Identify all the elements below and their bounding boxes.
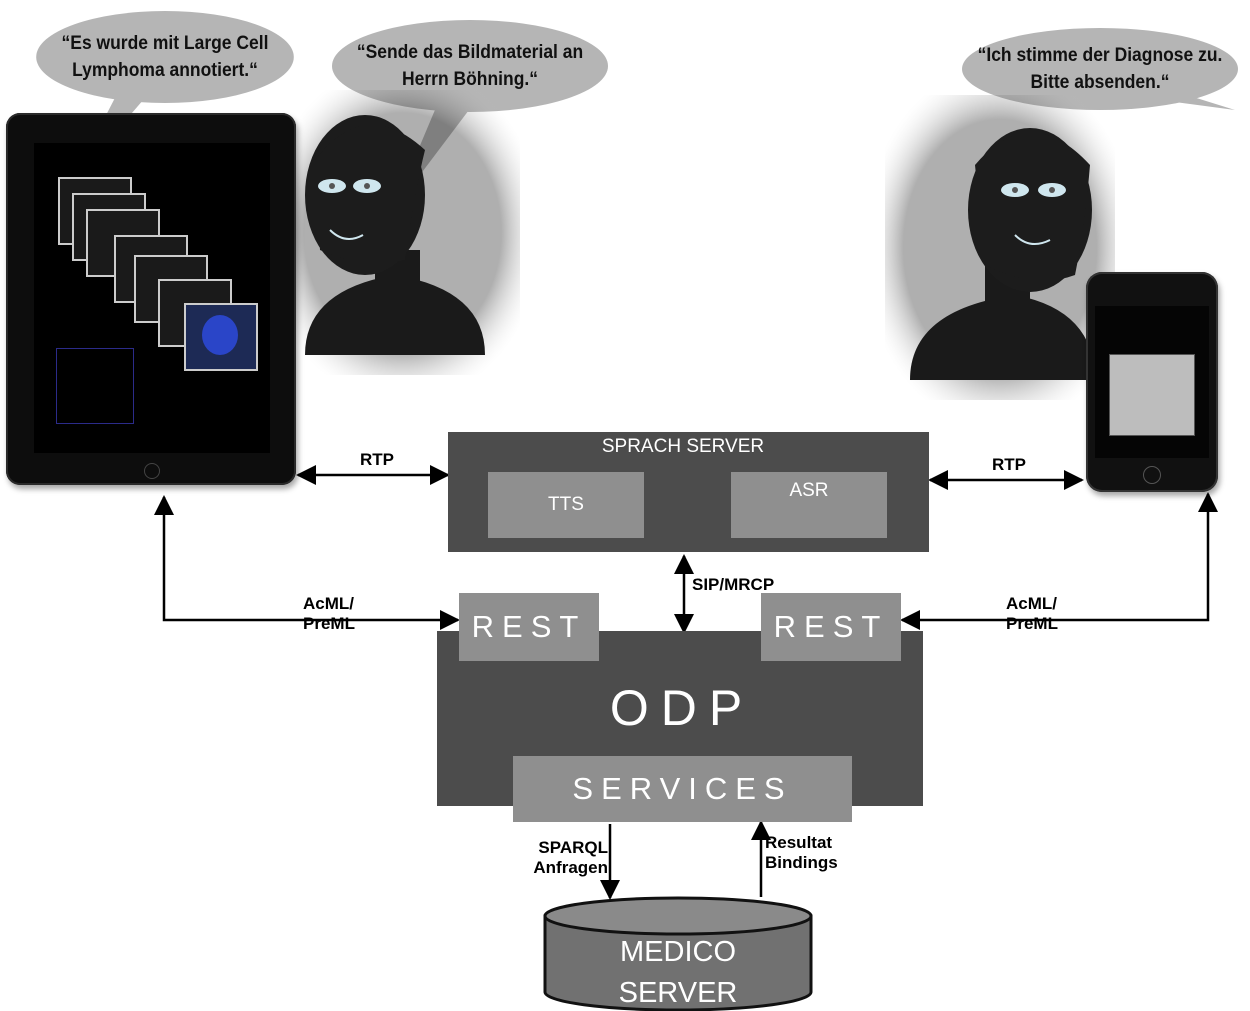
person-right-icon — [885, 95, 1115, 400]
result-line1: Resultat — [765, 833, 833, 852]
bubble-right-line2: Bitte absenden.“ — [1030, 72, 1170, 93]
bubble-right-line1: “Ich stimme der Diagnose zu. — [977, 45, 1223, 66]
sparql-label: SPARQL Anfragen — [528, 838, 608, 878]
acml-left-label: AcML/ PreML — [303, 594, 355, 634]
asr-box: ASR — [731, 472, 887, 538]
bubble-left-line1: “Es wurde mit Large Cell — [61, 33, 269, 54]
rest-left-box: REST — [459, 593, 599, 661]
acml-left-line1: AcML/ — [303, 594, 354, 613]
medico-line1: MEDICO — [620, 936, 736, 968]
acml-left-line2: PreML — [303, 614, 355, 633]
tts-box: TTS — [488, 472, 644, 538]
tablet-device — [6, 113, 296, 485]
sprach-server-box: SPRACH SERVER TTS ASR — [448, 432, 929, 552]
medico-line2: SERVER — [618, 977, 738, 1009]
patient-info-box — [56, 348, 134, 424]
tablet-screen — [34, 143, 270, 453]
acml-right-line2: PreML — [1006, 614, 1058, 633]
phone-ct-image — [1109, 354, 1195, 436]
rtp-right-label: RTP — [992, 455, 1026, 474]
acml-left-arrow — [154, 495, 460, 630]
bubble-middle-line2: Herrn Böhning.“ — [402, 69, 538, 90]
acml-right-arrow — [900, 492, 1218, 630]
acml-right-label: AcML/ PreML — [1006, 594, 1058, 634]
bubble-middle-line1: “Sende das Bildmaterial an — [356, 42, 584, 63]
sparql-line2: Anfragen — [533, 858, 608, 877]
result-label: Resultat Bindings — [765, 833, 838, 873]
odp-title: ODP — [609, 680, 755, 736]
bubble-left-line2: Lymphoma annotiert.“ — [72, 60, 258, 81]
person-left-icon — [285, 90, 520, 375]
phone-screen — [1095, 306, 1209, 458]
sip-mrcp-label: SIP/MRCP — [692, 575, 775, 594]
ct-slice-3d — [184, 303, 258, 371]
sprach-server-title: SPRACH SERVER — [601, 436, 765, 457]
tablet-home-button — [144, 463, 160, 479]
speech-bubble-left: “Es wurde mit Large Cell Lymphoma annoti… — [36, 11, 294, 103]
rtp-left-label: RTP — [360, 450, 394, 469]
acml-right-line1: AcML/ — [1006, 594, 1057, 613]
phone-home-button — [1143, 466, 1161, 484]
rest-right-box: REST — [761, 593, 901, 661]
phone-device — [1086, 272, 1218, 492]
sparql-line1: SPARQL — [538, 838, 608, 857]
medico-server-cylinder — [543, 896, 813, 1011]
result-line2: Bindings — [765, 853, 838, 872]
services-box: SERVICES — [513, 756, 852, 822]
